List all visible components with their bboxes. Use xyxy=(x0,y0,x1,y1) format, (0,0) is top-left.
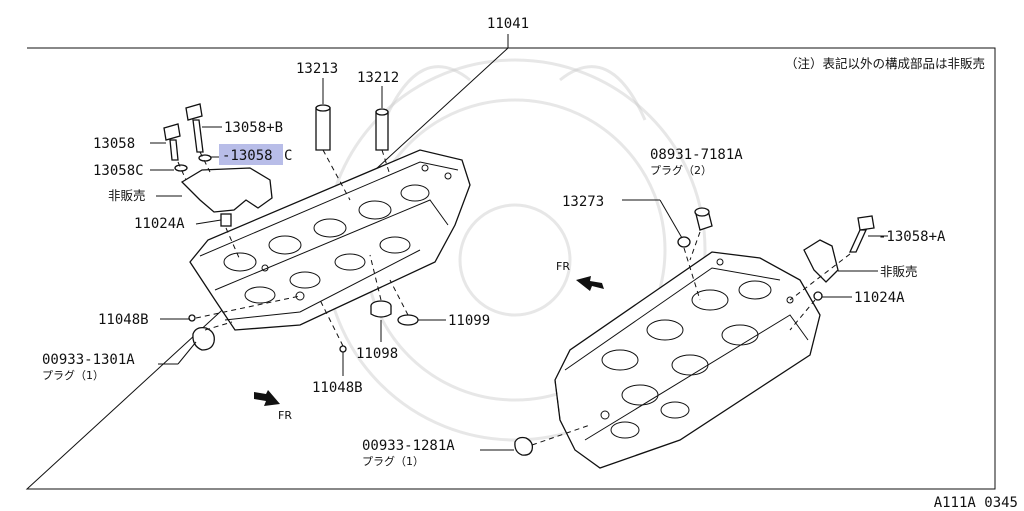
label-13058: 13058 xyxy=(93,136,135,152)
label-13058c-highlighted[interactable]: -13058 xyxy=(222,148,273,164)
catalog-code: A111A 0345 xyxy=(934,495,1018,511)
plug-00933-1301a xyxy=(192,326,215,351)
label-fr-left: FR xyxy=(278,409,292,422)
label-fr-right: FR xyxy=(556,260,570,273)
dowel-pin-13212 xyxy=(375,108,389,151)
label-11024a-left: 11024A xyxy=(134,216,185,232)
label-13213: 13213 xyxy=(296,61,338,77)
washer-13058c-right xyxy=(198,154,212,162)
bracket-right xyxy=(803,239,839,283)
plug-08931-7181a xyxy=(694,207,713,231)
leader-lines xyxy=(150,78,888,451)
label-11024a-right: 11024A xyxy=(854,290,905,306)
bracket-left xyxy=(180,167,273,213)
label-11048b-bottom: 11048B xyxy=(312,380,363,396)
label-00933-1281a: 00933-1281A xyxy=(362,438,455,454)
cylinder-head-left xyxy=(189,149,471,331)
washer-13058c-left xyxy=(174,164,188,172)
label-plug1-bottom: プラグ（1） xyxy=(362,454,424,468)
label-13273: 13273 xyxy=(562,194,604,210)
bolt-13058 xyxy=(163,123,181,161)
dowel-pin-13213 xyxy=(315,104,331,151)
label-hihanbai-right: 非販売 xyxy=(880,264,918,279)
cylinder-head-right xyxy=(554,251,821,469)
label-13058c-left: 13058C xyxy=(93,163,144,179)
diagram-frame xyxy=(25,34,996,490)
label-13058c-suffix: C xyxy=(284,148,292,164)
label-13212: 13212 xyxy=(357,70,399,86)
frame-label: 11041 xyxy=(487,16,529,32)
dowel-11024a-left xyxy=(220,213,232,227)
label-plug1-left: プラグ（1） xyxy=(42,368,104,382)
label-hihanbai-left: 非販売 xyxy=(108,188,146,203)
dowel-11024a-right xyxy=(813,291,823,301)
label-00933-1301a: 00933-1301A xyxy=(42,352,135,368)
assembly-dash-lines xyxy=(177,149,851,446)
washer-13273 xyxy=(677,236,691,248)
label-13058-b: 13058+B xyxy=(224,120,283,136)
seal-11098-body xyxy=(370,306,392,318)
label-11098: 11098 xyxy=(356,346,398,362)
note-text: （注）表記以外の構成部品は非販売 xyxy=(785,56,985,71)
label-13058-a: -13058+A xyxy=(878,229,946,245)
pin-11048b-bottom xyxy=(339,345,347,353)
pin-11048b-left xyxy=(188,314,196,322)
plug-00933-1281a xyxy=(514,436,534,456)
label-plug2: プラグ（2） xyxy=(650,163,712,177)
watermark-emblem xyxy=(323,58,707,442)
label-11048b-left: 11048B xyxy=(98,312,149,328)
label-11099: 11099 xyxy=(448,313,490,329)
fr-arrow-right-icon xyxy=(576,276,604,291)
fr-arrow-left-icon xyxy=(254,390,280,406)
label-08931-7181a: 08931-7181A xyxy=(650,147,743,163)
highlight-box xyxy=(219,144,283,165)
bolt-13058-b xyxy=(185,103,204,153)
seal-11099 xyxy=(397,314,419,326)
bolt-13058-a xyxy=(848,215,875,253)
